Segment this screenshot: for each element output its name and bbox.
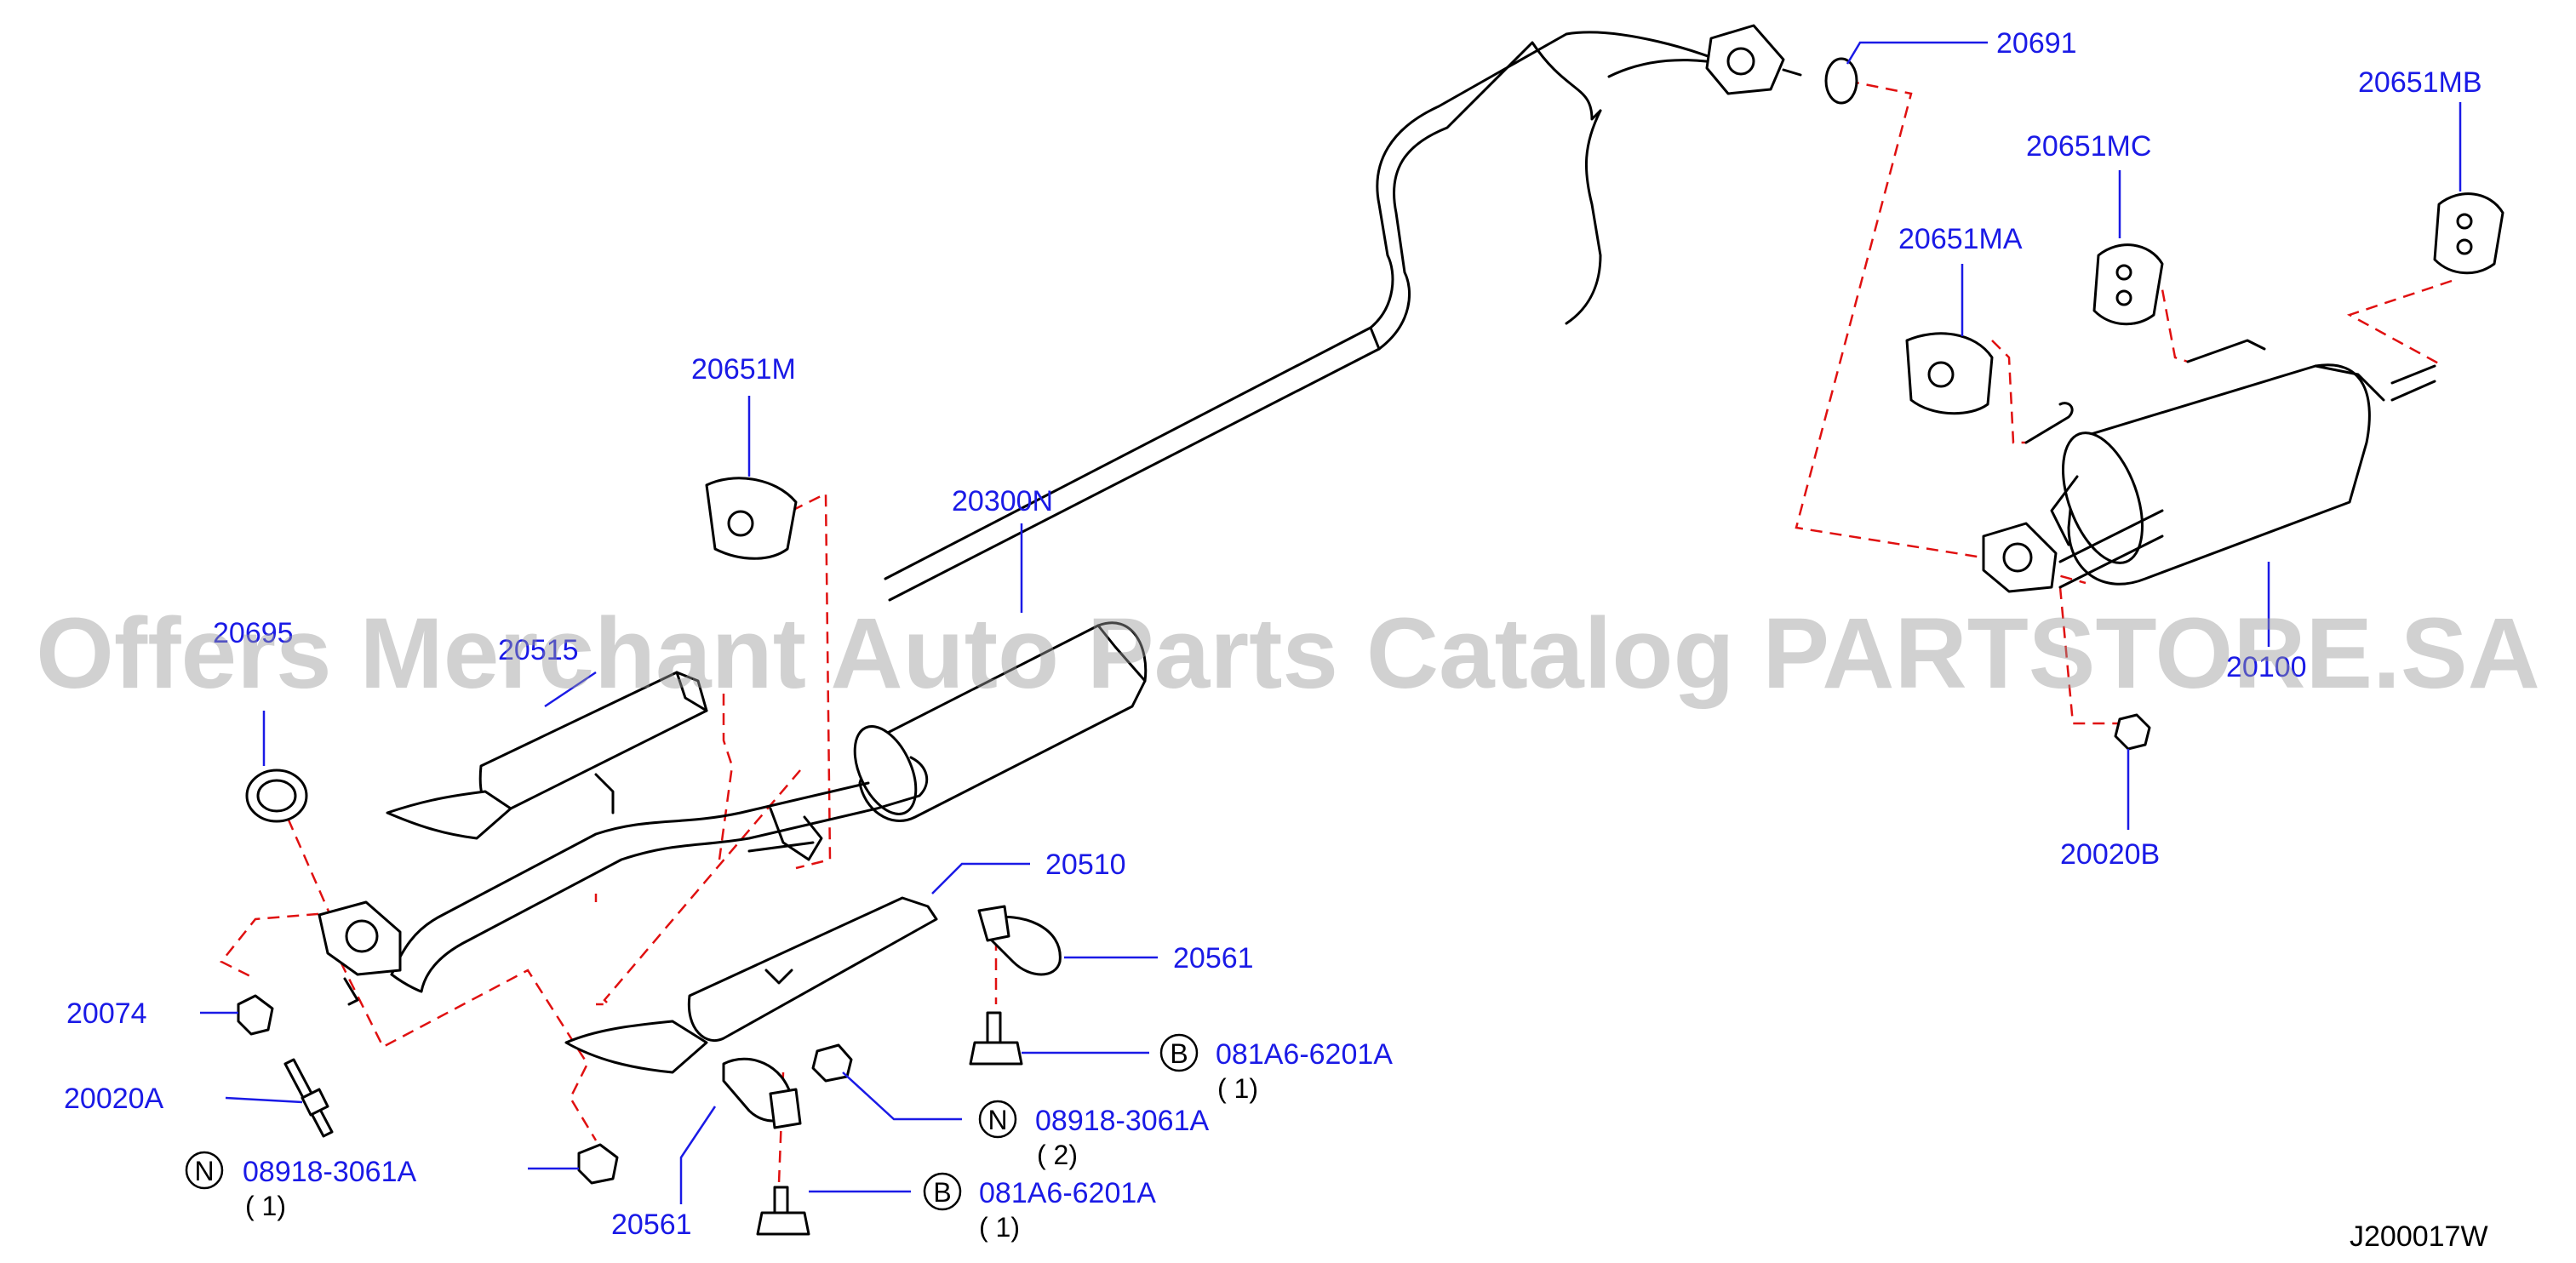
heat-shield-lower xyxy=(564,896,938,1074)
ref-circle-b xyxy=(1159,1033,1199,1072)
ref-circle-n xyxy=(978,1100,1017,1139)
nut-20074 xyxy=(237,994,274,1036)
gasket-20691 xyxy=(1824,57,1858,105)
ref-code[interactable]: 08918-3061A xyxy=(1035,1105,1210,1137)
heat-shield-upper xyxy=(386,671,708,840)
ref-letter: B xyxy=(933,1177,951,1208)
bolt-right xyxy=(969,1011,1023,1066)
label-20510[interactable]: 20510 xyxy=(1045,849,1126,881)
hanger-20651MB xyxy=(2433,192,2504,275)
ref-letter: N xyxy=(194,1156,214,1186)
ref-qty: ( 2) xyxy=(1037,1140,1078,1170)
ref-qty: ( 1) xyxy=(979,1212,1020,1243)
ref-letter: N xyxy=(987,1105,1007,1135)
label-20651MA[interactable]: 20651MA xyxy=(1898,223,2023,255)
ref-code[interactable]: 08918-3061A xyxy=(243,1156,417,1188)
ref-callout-n-center: N 08918-3061A ( 2) xyxy=(978,1100,1210,1170)
gasket-ring-20695 xyxy=(245,769,308,823)
label-20074[interactable]: 20074 xyxy=(66,997,147,1030)
label-20651MC[interactable]: 20651MC xyxy=(2026,130,2151,163)
watermark-text: Offers Merchant Auto Parts Catalog PARTS… xyxy=(36,597,2540,710)
assembly-dashed-lines xyxy=(220,79,2453,1184)
ref-circle-b xyxy=(923,1172,962,1211)
hanger-20651M xyxy=(705,477,798,560)
label-20691[interactable]: 20691 xyxy=(1996,27,2077,60)
stud-20020A xyxy=(283,1058,334,1138)
ref-code[interactable]: 081A6-6201A xyxy=(1216,1038,1393,1071)
hanger-20651MA xyxy=(1905,332,1994,415)
bolt-bottom xyxy=(756,1186,810,1236)
label-20020A[interactable]: 20020A xyxy=(64,1083,164,1115)
ref-qty: ( 1) xyxy=(1217,1073,1258,1104)
clamp-20561-bottom xyxy=(722,1057,802,1129)
hanger-20651MC xyxy=(2092,243,2164,326)
label-20020B[interactable]: 20020B xyxy=(2060,838,2160,871)
rear-muffler xyxy=(1982,339,2436,593)
front-pipe xyxy=(318,756,929,1006)
ref-callout-b-bottom: B 081A6-6201A ( 1) xyxy=(923,1172,1156,1243)
ref-callout-b-right: B 081A6-6201A ( 1) xyxy=(1159,1033,1393,1104)
tailpipe-front-section xyxy=(884,24,1802,602)
clamp-20561-right xyxy=(977,905,1062,976)
leader-lines xyxy=(200,41,2462,1204)
label-20651MB[interactable]: 20651MB xyxy=(2358,66,2482,99)
ref-code[interactable]: 081A6-6201A xyxy=(979,1177,1156,1209)
nut-20020B xyxy=(2114,713,2151,751)
label-20300N[interactable]: 20300N xyxy=(952,485,1053,517)
nut-bottom-left xyxy=(577,1143,619,1185)
center-muffler xyxy=(853,621,1148,822)
ref-letter: B xyxy=(1170,1038,1188,1069)
label-20561-bottom[interactable]: 20561 xyxy=(611,1209,692,1241)
label-20515[interactable]: 20515 xyxy=(498,634,579,666)
diagram-code: J200017W xyxy=(2350,1220,2488,1253)
label-20651M[interactable]: 20651M xyxy=(691,353,796,386)
label-20561-right[interactable]: 20561 xyxy=(1173,942,1254,974)
ref-qty: ( 1) xyxy=(245,1191,286,1221)
ref-callout-n-left: N 08918-3061A ( 1) xyxy=(185,1151,417,1221)
ref-circle-n xyxy=(185,1151,224,1190)
label-20695[interactable]: 20695 xyxy=(213,617,294,649)
label-20100[interactable]: 20100 xyxy=(2226,651,2307,683)
part-labels: 20691 20651MB 20651MC 20651MA 20651M 203… xyxy=(64,27,2482,1241)
